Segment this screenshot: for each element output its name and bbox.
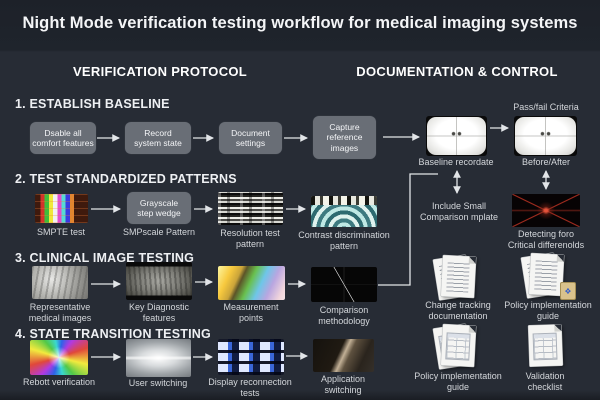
passfail-criteria-label: Pass/fail Criteria: [513, 102, 579, 112]
caption-user-switching: User switching: [128, 378, 188, 388]
ring-texture: [311, 205, 377, 227]
screen-face: [515, 117, 576, 155]
column-header-documentation: DOCUMENTATION & CONTROL: [356, 64, 558, 79]
policy-guide-form-doc-icon: [432, 323, 480, 370]
caption-resolution: Resolution test pattern: [220, 228, 280, 249]
validation-checklist-doc-icon: [527, 324, 567, 370]
measurement-points-image: [218, 266, 285, 300]
badge-glyph-icon: ❖: [564, 286, 572, 296]
step-grayscale-step-wedge: Grayscale step wedge: [127, 192, 191, 224]
section-heading-state: 4. STATE TRANSITION TESTING: [15, 327, 211, 341]
caption-before-after: Before/After: [521, 157, 571, 167]
comparison-methodology-image: [311, 267, 377, 302]
clipboard-badge-icon: ❖: [560, 282, 576, 300]
representative-images-image: [32, 266, 88, 299]
document-page-icon: [528, 253, 565, 296]
caption-representative: Representative medical images: [28, 302, 92, 323]
caption-policy-guide-bottom: Policy implementation guide: [414, 371, 502, 392]
caption-validation-checklist: Validation checklist: [525, 371, 565, 392]
policy-guide-doc-icon: ❖: [520, 252, 576, 300]
caption-smpte: SMPTE test: [36, 227, 85, 237]
document-page-icon: [528, 324, 563, 367]
document-page-icon: [440, 324, 477, 367]
double-arrow-icons: [453, 169, 550, 195]
step-record-system-state: Record system state: [125, 122, 191, 154]
caption-key-diagnostic: Key Diagnostic features: [128, 302, 190, 323]
smpte-test-image: [35, 194, 88, 223]
caption-application-switching: Application switching: [320, 374, 366, 395]
caption-detecting: Detecting foro Critical differenolds: [507, 229, 585, 250]
caption-display-reconnection: Display reconnection tests: [208, 377, 292, 398]
step-disable-comfort-features: Dsable all comfort features: [30, 122, 96, 154]
caption-contrast: Contrast discrimination pattern: [298, 230, 390, 251]
display-reconnection-image: [218, 339, 284, 375]
section-heading-baseline: 1. ESTABLISH BASELINE: [15, 97, 170, 111]
screen-face: [427, 117, 486, 155]
resolution-pattern-image: [218, 192, 283, 225]
caption-policy-guide-top: Policy implementation guide: [504, 300, 592, 321]
reboot-verification-image: [30, 340, 88, 375]
user-switching-image: [126, 339, 191, 377]
detecting-thresholds-image: [512, 194, 580, 227]
contrast-pattern-image: [311, 196, 377, 227]
caption-comparison: Comparison methodology: [318, 305, 370, 326]
section-heading-clinical: 3. CLINICAL IMAGE TESTING: [15, 251, 195, 265]
caption-reboot: Rebott verification: [22, 377, 96, 387]
column-header-verification: VERIFICATION PROTOCOL: [72, 64, 248, 79]
caption-smpscale: SMPscale Pattern: [122, 227, 196, 237]
caption-baseline-recordate: Baseline recordate: [418, 157, 494, 167]
caption-change-tracking: Change tracking documentation: [425, 300, 491, 321]
before-after-display-image: [514, 116, 577, 156]
caption-measurement: Measurement points: [223, 302, 279, 323]
noise-texture: [311, 196, 377, 208]
page-title: Night Mode verification testing workflow…: [22, 14, 578, 32]
baseline-display-image: [426, 116, 487, 156]
application-switching-image: [313, 339, 374, 372]
change-tracking-doc-icon: [432, 254, 480, 301]
section-heading-patterns: 2. TEST STANDARDIZED PATTERNS: [15, 172, 237, 186]
step-document-settings: Document settings: [219, 122, 282, 154]
document-page-icon: [440, 255, 477, 298]
include-comparison-note: Include Small Comparison mplate: [419, 201, 499, 222]
key-diagnostic-image: [126, 262, 192, 300]
step-capture-reference-images: Capture reference images: [313, 116, 376, 159]
